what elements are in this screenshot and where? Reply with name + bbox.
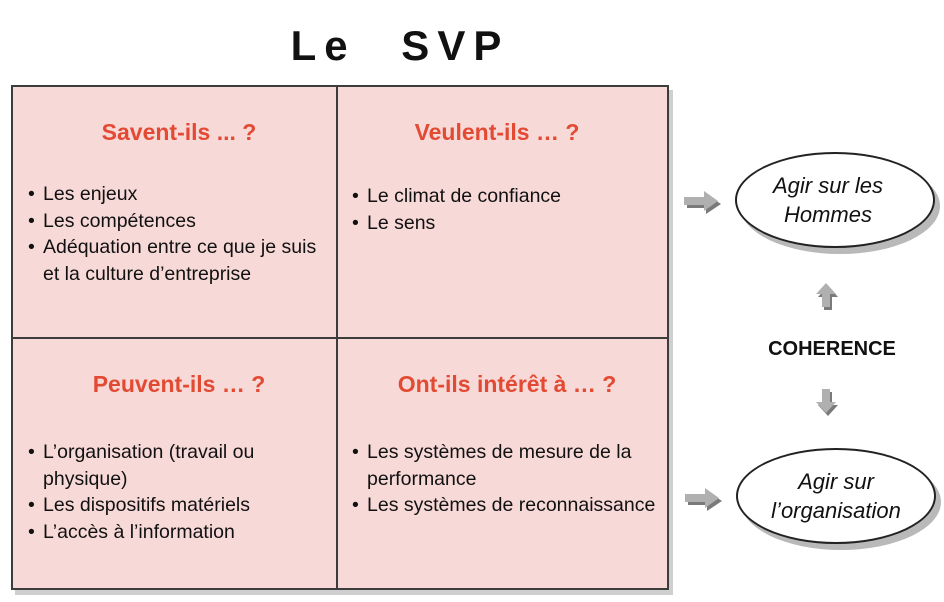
list-item: •L’accès à l’information [25,519,333,546]
quadrant-peuvent: Peuvent-ils … ? •L’organisation (travail… [25,339,333,545]
coherence-label: COHERENCE [768,338,896,360]
list-item: •Les enjeux [25,181,333,208]
horizontal-divider [13,337,667,339]
bullet-icon: • [28,520,35,543]
bullet-icon: • [352,441,359,463]
quadrant-veulent: Veulent-ils … ? •Le climat de confiance … [349,87,665,236]
bullet-icon: • [28,494,35,516]
quadrant-heading: Veulent-ils … ? [414,119,580,145]
list-item: •L’organisation (travail ou physique) [28,441,255,490]
list-item: •Les systèmes de reconnaissance [349,492,665,519]
quadrant-list: •Les systèmes de mesure de la performanc… [349,439,665,519]
quadrant-heading: Ont-ils intérêt à … ? [397,371,617,397]
bullet-icon: • [28,183,35,205]
arrow-right-icon [685,488,722,511]
quadrant-list: •Les enjeux •Les compétences •Adéquation… [25,181,333,287]
quadrant-list: •Le climat de confiance •Le sens [349,183,665,236]
bullet-icon: • [28,236,35,258]
arrow-up-icon [816,283,838,310]
ellipse-label-line2: l’organisation [771,498,901,523]
list-item: •Les compétences [25,208,333,235]
agir-organisation-ellipse: Agir sur l’organisation [736,448,936,544]
arrow-right-icon [684,191,721,214]
arrow-down-icon [816,389,838,416]
list-item: •Adéquation entre ce que je suis et la c… [28,236,317,285]
quadrant-list: •L’organisation (travail ou physique) •L… [25,439,333,545]
list-item: •Les systèmes de mesure de la performanc… [352,441,632,490]
quadrant-interet: Ont-ils intérêt à … ? •Les systèmes de m… [349,339,665,519]
ellipse-label-line1: Agir sur les [772,173,884,198]
quadrant-savent: Savent-ils ... ? •Les enjeux •Les compét… [25,87,333,287]
svp-matrix: Savent-ils ... ? •Les enjeux •Les compét… [11,85,669,590]
agir-hommes-ellipse: Agir sur les Hommes [735,152,935,248]
quadrant-heading: Peuvent-ils … ? [92,371,266,397]
bullet-icon: • [28,441,35,463]
ellipse-label-line1: Agir sur [798,469,874,494]
ellipse-label-line2: Hommes [783,202,872,227]
page-title: Le SVP [290,22,510,69]
bullet-icon: • [352,211,359,234]
quadrant-heading: Savent-ils ... ? [101,119,257,145]
list-item: •Les dispositifs matériels [25,492,333,519]
bullet-icon: • [352,494,359,516]
bullet-icon: • [352,185,359,207]
list-item: •Le sens [349,210,665,237]
list-item: •Le climat de confiance [349,183,665,210]
bullet-icon: • [28,209,35,232]
